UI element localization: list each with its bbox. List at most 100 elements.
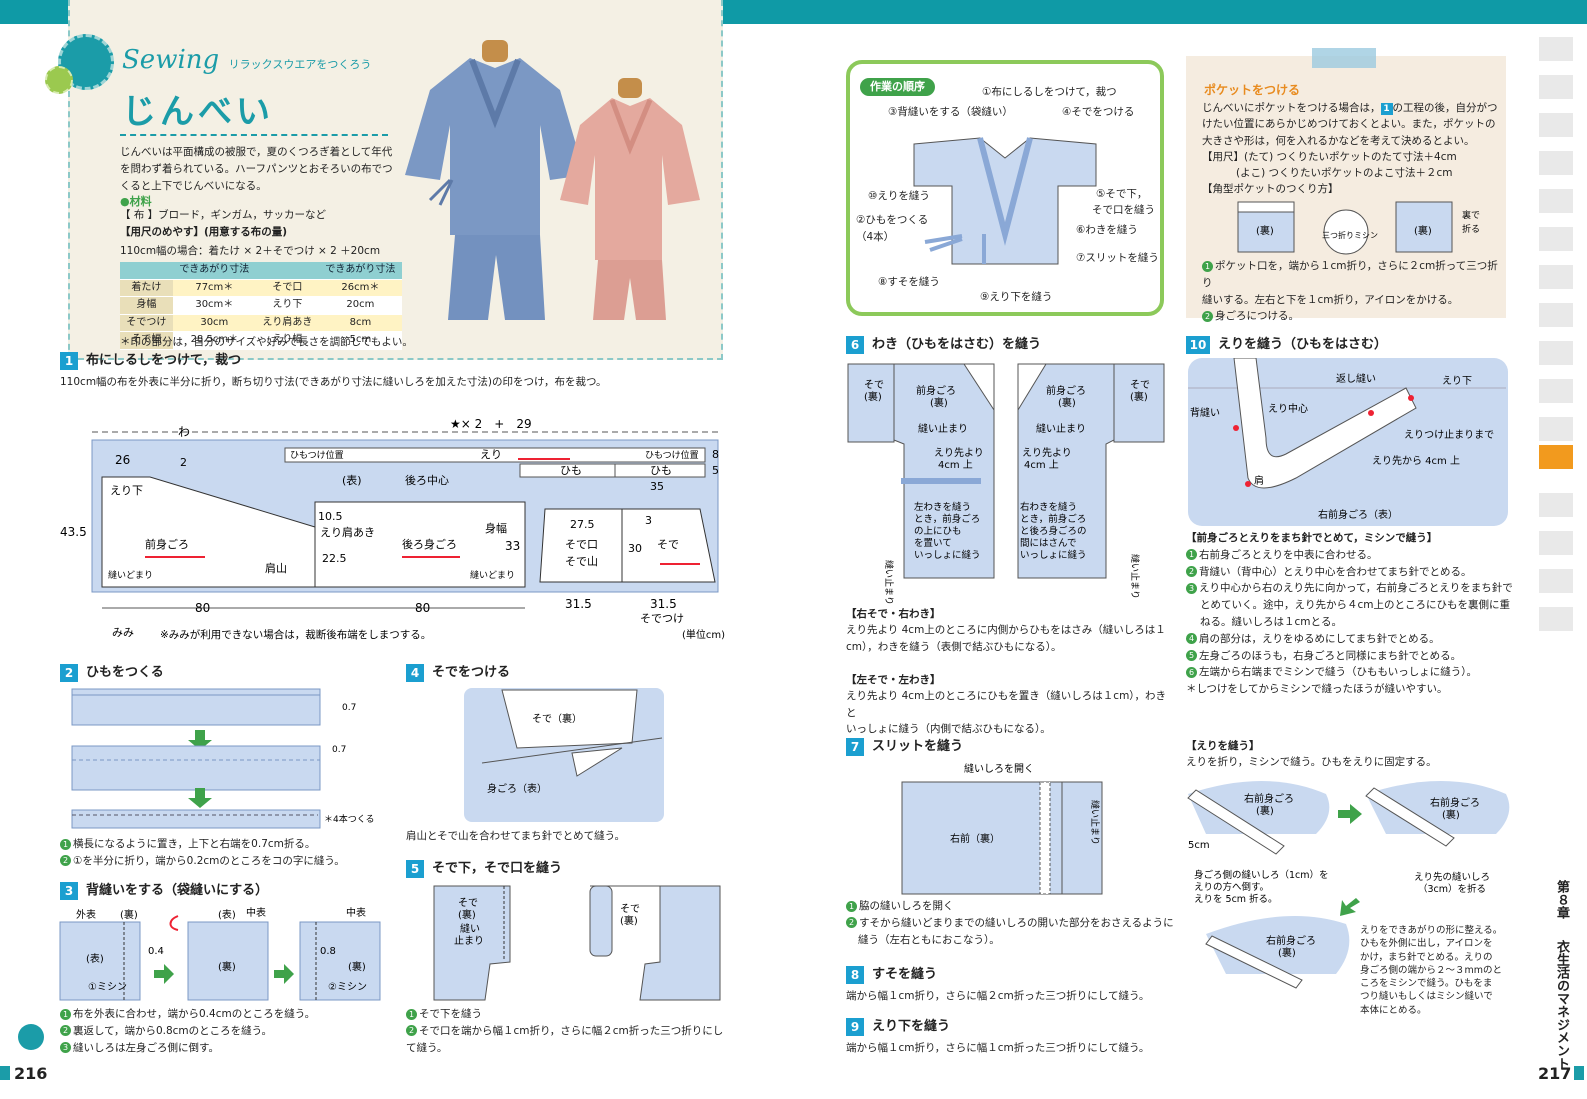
side-tab-10[interactable] xyxy=(1538,378,1574,404)
sewing-title: Sewing xyxy=(122,45,220,75)
dim-33: 33 xyxy=(505,539,520,553)
eri-mae-2: 右前身ごろ xyxy=(1430,796,1480,809)
ushiro-chushin-label: 後ろ中心 xyxy=(405,473,449,487)
fabric-amount-heading: 【用尺のめやす】(用意する布の量) xyxy=(120,226,288,238)
side-tab-13[interactable] xyxy=(1538,492,1574,518)
s6-sode-l: そで xyxy=(864,379,884,391)
page-number-left: 216 xyxy=(14,1064,48,1083)
side-tab-5[interactable] xyxy=(1538,188,1574,214)
mihaba-label: 身幅 xyxy=(485,521,507,535)
side-tab-4[interactable] xyxy=(1538,150,1574,176)
order-item-2b: （4本） xyxy=(856,231,895,243)
intro-box: Sewing リラックスウエアをつくろう じんべい じんべいは平面構成の被服で，… xyxy=(45,0,723,360)
step4-title: そでをつける xyxy=(432,665,511,680)
order-item-5b: そで口を縫う xyxy=(1092,204,1155,216)
pocket-ura-1: (裏) xyxy=(1256,224,1274,237)
step6-number: 6 xyxy=(846,336,864,355)
step3-number: 3 xyxy=(60,882,78,901)
eri-sew-head: 【えりを縫う】 xyxy=(1186,740,1260,752)
nuidomari-label-2: 縫いどまり xyxy=(470,569,515,581)
step3-title: 背縫いをする（袋縫いにする） xyxy=(86,883,269,898)
step2-number: 2 xyxy=(60,664,78,683)
mimi-label: みみ xyxy=(112,626,134,639)
dim-35: 35 xyxy=(650,480,664,493)
materials-heading: ●材料 xyxy=(120,195,152,208)
step5-title: そで下，そで口を縫う xyxy=(432,861,563,876)
dim-80-b: 80 xyxy=(415,601,430,615)
mishin-2: ②ミシン xyxy=(328,982,367,993)
s5-ura-2: (裏) xyxy=(620,914,638,927)
side-tab-2[interactable] xyxy=(1538,74,1574,100)
side-tab-7[interactable] xyxy=(1538,264,1574,290)
eri-note-1: 身ごろ側の縫いしろ（1cm）を xyxy=(1194,869,1329,881)
step2-heading: 2 ひもをつくる xyxy=(60,664,164,683)
side-tab-14[interactable] xyxy=(1538,530,1574,556)
order-item-3: ③背縫いをする（袋縫い） xyxy=(888,106,1013,118)
step6-title: わき（ひもをはさむ）を縫う xyxy=(872,337,1042,352)
omote-label-1: (表) xyxy=(86,952,104,965)
materials-cloth: 【 布 】ブロード，ギンガム，サッカーなど xyxy=(120,209,326,221)
dim-31-5-a: 31.5 xyxy=(565,597,592,611)
s6-w1: 左わきを縫う xyxy=(914,501,971,513)
page-marker-left xyxy=(0,1066,10,1080)
order-item-5a: ⑤そで下， xyxy=(1096,188,1148,200)
side-tab-15[interactable] xyxy=(1538,568,1574,594)
side-tab-3[interactable] xyxy=(1538,112,1574,138)
s7-tomari: 縫い止まり xyxy=(1089,800,1101,845)
pocket-ura-de: 裏で xyxy=(1462,209,1480,221)
sode-label: そで xyxy=(657,538,679,551)
dim-10-5: 10.5 xyxy=(318,510,343,523)
dim-0-4: 0.4 xyxy=(148,946,164,957)
dim-8: 8 xyxy=(712,448,719,461)
s6-eri-r1: えり先より xyxy=(1022,447,1072,459)
fold-07-b: 0.7 xyxy=(332,745,346,755)
eri-sew-diagram: 返し縫い えり下 背縫い えり中心 えりつけ止まりまで えり先から 4cm 上 … xyxy=(1188,358,1508,526)
dim-22-5: 22.5 xyxy=(322,552,347,565)
s10-erisaki: えり先から 4cm 上 xyxy=(1372,455,1460,467)
side-tab-16[interactable] xyxy=(1538,606,1574,632)
s10-erichushin: えり中心 xyxy=(1268,402,1308,415)
eri-label: えり xyxy=(480,448,502,461)
side-tab-8[interactable] xyxy=(1538,302,1574,328)
pocket-title: ポケットをつける xyxy=(1204,83,1301,97)
step6-left: 【左そで・左わき】 えり先より 4cm上のところにひもを置き（縫いしろは１cm）… xyxy=(846,674,1167,735)
intro-text: じんべいは平面構成の被服で，夏のくつろぎ着として年代を問わず着られている。ハーフ… xyxy=(120,146,393,192)
dim-3: 3 xyxy=(645,514,652,527)
step10-heading: 10 えりを縫う（ひもをはさむ） xyxy=(1186,336,1387,355)
order-item-10: ⑩えりを縫う xyxy=(868,190,930,202)
s5-sode-2: そで xyxy=(620,903,640,915)
order-item-1: ①布にしるしをつけて，裁つ xyxy=(982,86,1117,98)
chapter-title: 衣生活のマネジメント xyxy=(1554,940,1569,1070)
side-tab-12-active[interactable] xyxy=(1538,444,1574,470)
sode-sew-diagram: そで (裏) 縫い 止まり そで (裏) xyxy=(433,885,721,1001)
fabric-amount: 110cm幅の場合：着たけ × 2＋そでつけ × 2 ＋20cm xyxy=(120,245,381,257)
side-tab-6[interactable] xyxy=(1538,226,1574,252)
slit-diagram: 縫いしろを開く 右前（裏） 縫い止まり xyxy=(901,762,1103,895)
s6-ura-r: (裏) xyxy=(1130,390,1148,403)
sodetsuke-label: そでつけ xyxy=(640,612,684,625)
step9-title: えり下を縫う xyxy=(872,1019,951,1034)
s6-side-l: 縫い止まり xyxy=(883,560,895,605)
s5-tomari: 止まり xyxy=(454,935,484,947)
s7-migi: 右前（裏） xyxy=(950,832,1000,845)
order-item-6: ⑥わきを縫う xyxy=(1076,224,1138,236)
step5-number: 5 xyxy=(406,860,424,879)
sodeyama-label: そで山 xyxy=(565,555,598,568)
side-tab-9[interactable] xyxy=(1538,340,1574,366)
dim-30: 30 xyxy=(628,542,642,555)
s10-erishita: えり下 xyxy=(1442,375,1472,387)
eri-mae-3: 右前身ごろ xyxy=(1266,934,1316,947)
s6-w2: とき，前身ごろ xyxy=(914,513,980,525)
s5-ura-1: (裏) xyxy=(458,908,476,921)
waki-diagram: そで (裏) 前身ごろ (裏) 縫い止まり えり先より 4cm 上 左わきを縫う… xyxy=(847,363,1165,605)
step1-title: 布にしるしをつけて，裁つ xyxy=(86,353,242,368)
side-tab-11[interactable] xyxy=(1538,416,1574,442)
dim-80-a: 80 xyxy=(195,601,210,615)
s6-r1: 右わきを縫う xyxy=(1020,501,1077,513)
chuomote-label-2: 中表 xyxy=(346,906,366,919)
side-tab-1[interactable] xyxy=(1538,36,1574,62)
s6-r2: とき，前身ごろ xyxy=(1020,513,1086,525)
